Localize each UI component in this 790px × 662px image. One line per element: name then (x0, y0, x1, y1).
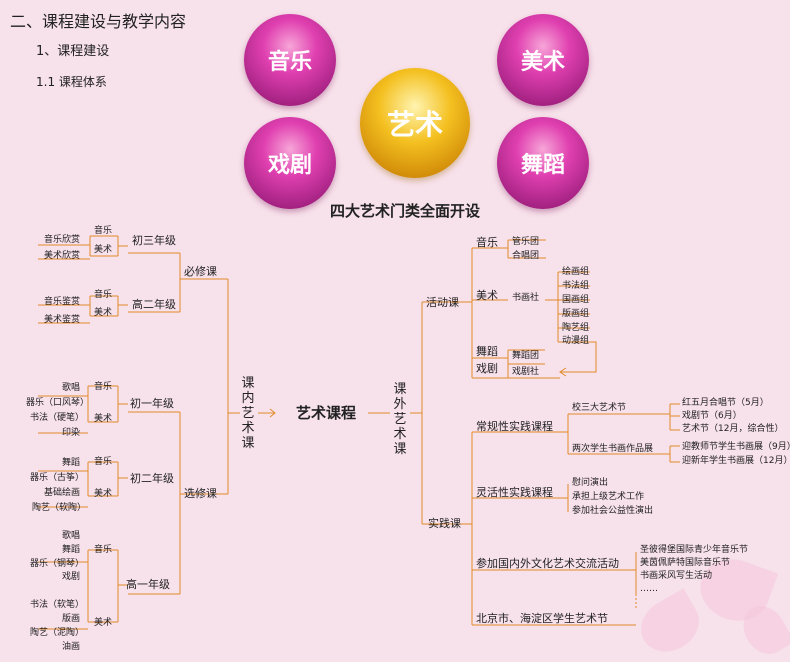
node-activity: 活动课 (426, 296, 459, 309)
node-g1-art: 美术 (94, 618, 113, 628)
leaf-art-group-5: 陶艺组 (562, 323, 590, 333)
node-g2-art: 美术 (94, 308, 113, 318)
leaf-art-group-4: 版画组 (562, 309, 590, 319)
node-exchange: 参加国内外文化艺术交流活动 (476, 557, 619, 570)
leaf-g1-dance: 舞蹈 (62, 545, 81, 555)
node-calligraphy-club: 书画社 (512, 293, 540, 303)
subsubsection-heading: 1.1 课程体系 (36, 75, 107, 89)
leaf-flex-2: 承担上级艺术工作 (572, 492, 645, 502)
leaf-c2-dance: 舞蹈 (62, 458, 81, 468)
leaf-g2-music-review: 音乐鉴赏 (44, 297, 81, 307)
node-c3-art: 美术 (94, 245, 113, 255)
leaf-flex-3: 参加社会公益性演出 (572, 506, 654, 516)
node-required: 必修课 (184, 265, 217, 278)
dance-orb: 舞蹈 (497, 117, 589, 209)
leaf-exchange-3: 书画采风写生活动 (640, 571, 713, 581)
leaf-drama-club: 戏剧社 (512, 367, 540, 377)
leaf-exhibit-1: 迎教师节学生书画展（9月） (682, 442, 790, 452)
leaf-g1-singing: 歌唱 (62, 531, 81, 541)
art-orb-label: 美术 (520, 50, 565, 75)
node-act-art: 美术 (476, 289, 498, 302)
node-elective: 选修课 (184, 487, 217, 500)
node-grade-c1: 初一年级 (130, 397, 174, 410)
subsection-heading: 1、课程建设 (36, 44, 110, 59)
node-school-festivals: 校三大艺术节 (572, 403, 627, 413)
music-orb-label: 音乐 (267, 50, 312, 75)
leaf-fest-1: 红五月合唱节（5月） (682, 398, 769, 408)
art-orb: 美术 (497, 14, 589, 106)
leaf-art-group-6: 动漫组 (562, 336, 590, 346)
node-g1-music: 音乐 (94, 545, 113, 555)
leaf-exchange-2: 美茵佩萨特国际音乐节 (640, 558, 731, 568)
node-c3-music: 音乐 (94, 226, 113, 236)
leaf-choir: 合唱团 (512, 251, 540, 261)
leaf-exchange-4: …… (640, 584, 658, 594)
leaf-c1-instrument: 器乐（口风琴） (26, 398, 90, 408)
leaf-art-group-2: 书法组 (562, 281, 590, 291)
node-grade-c3: 初三年级 (132, 234, 176, 247)
node-c1-art: 美术 (94, 414, 113, 424)
leaf-flex-1: 慰问演出 (572, 478, 609, 488)
leaf-c2-drawing: 基础绘画 (44, 488, 81, 498)
leaf-c3-music-appreciation: 音乐欣赏 (44, 235, 81, 245)
leaf-dance-troupe: 舞蹈团 (512, 351, 540, 361)
section-heading: 二、课程建设与教学内容 (10, 12, 187, 31)
leaf-c2-instrument: 器乐（古筝） (30, 473, 85, 483)
leaf-g1-clay: 陶艺（泥陶） (30, 628, 85, 638)
node-act-dance: 舞蹈 (476, 345, 498, 358)
node-act-drama: 戏剧 (476, 362, 498, 375)
leaf-g1-piano: 器乐（钢琴） (30, 559, 85, 569)
node-g2-music: 音乐 (94, 290, 113, 300)
node-grade-c2: 初二年级 (130, 472, 174, 485)
node-flexible-practice: 灵活性实践课程 (476, 486, 553, 499)
node-act-music: 音乐 (476, 236, 498, 249)
leaf-art-group-3: 国画组 (562, 295, 590, 305)
node-beijing-festival: 北京市、海淀区学生艺术节 (476, 612, 608, 625)
root-art-curriculum: 艺术课程 (296, 404, 357, 422)
dance-orb-label: 舞蹈 (520, 153, 565, 178)
node-c2-art: 美术 (94, 489, 113, 499)
leaf-g1-brush: 书法（软笔） (30, 600, 85, 610)
node-c2-music: 音乐 (94, 457, 113, 467)
music-orb: 音乐 (244, 14, 336, 106)
node-grade-g2: 高二年级 (132, 298, 176, 311)
leaf-fest-3: 艺术节（12月，综合性） (682, 424, 784, 434)
center-art-orb: 艺术 (360, 68, 470, 178)
diagram-caption: 四大艺术门类全面开设 (330, 202, 481, 220)
drama-orb-label: 戏剧 (267, 153, 312, 178)
leaf-c1-calligraphy: 书法（硬笔） (30, 413, 85, 423)
leaf-art-group-1: 绘画组 (562, 267, 590, 277)
node-practice: 实践课 (428, 517, 461, 530)
leaf-c1-dyeing: 印染 (62, 428, 81, 438)
leaf-g1-oil: 油画 (62, 642, 81, 652)
leaf-exhibit-2: 迎新年学生书画展（12月） (682, 456, 790, 466)
leaf-c3-art-appreciation: 美术欣赏 (44, 251, 81, 261)
leaf-exchange-1: 圣彼得堡国际青少年音乐节 (640, 545, 749, 555)
leaf-g1-print: 版画 (62, 614, 81, 624)
leaf-g2-art-review: 美术鉴赏 (44, 315, 81, 325)
node-extracurricular-art: 课外艺术课 (393, 382, 407, 457)
center-orb-label: 艺术 (386, 108, 443, 141)
leaf-c2-pottery: 陶艺（软陶） (32, 503, 87, 513)
node-c1-music: 音乐 (94, 382, 113, 392)
node-grade-g1: 高一年级 (126, 578, 170, 591)
node-in-class-art: 课内艺术课 (241, 376, 255, 451)
leaf-c1-singing: 歌唱 (62, 383, 81, 393)
leaf-fest-2: 戏剧节（6月） (682, 411, 742, 421)
leaf-g1-drama: 戏剧 (62, 572, 81, 582)
drama-orb: 戏剧 (244, 117, 336, 209)
node-twice-exhibitions: 两次学生书画作品展 (572, 444, 654, 454)
node-routine-practice: 常规性实践课程 (476, 420, 553, 433)
leaf-band: 管乐团 (512, 237, 540, 247)
